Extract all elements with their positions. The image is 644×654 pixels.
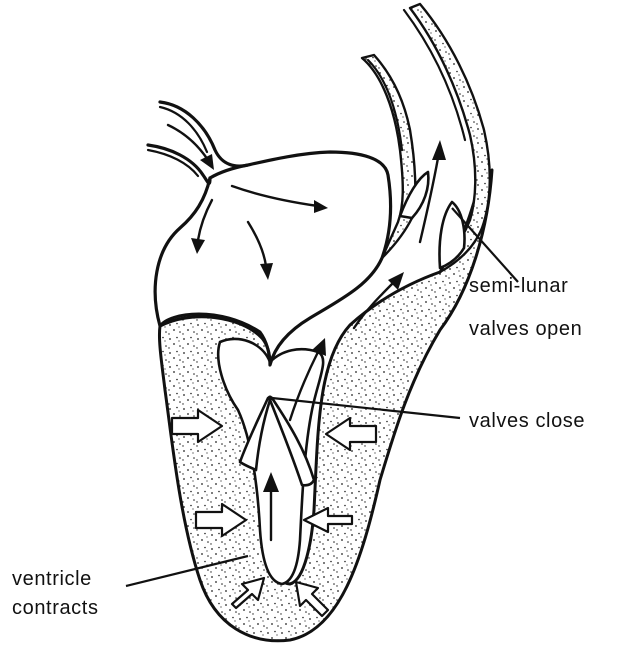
flow-arrow-head xyxy=(314,200,328,213)
label-ventricle-line1: ventricle xyxy=(12,568,92,590)
flow-arrow-head xyxy=(260,263,273,280)
label-ventricle-line2: contracts xyxy=(12,597,99,619)
flow-arrow-head xyxy=(200,154,214,170)
flow-arrow-atrium-down xyxy=(248,222,266,266)
flow-arrow-head xyxy=(191,238,205,254)
valve-closure-point xyxy=(268,396,273,401)
flow-arrow-head xyxy=(432,140,446,160)
label-valves-close: valves close xyxy=(469,410,585,432)
upper-vein-inner xyxy=(160,107,207,152)
label-semilunar-line1: semi-lunar xyxy=(469,275,568,297)
flow-arrow-atrium-right xyxy=(232,186,318,206)
label-semilunar-line2: valves open xyxy=(469,318,582,340)
